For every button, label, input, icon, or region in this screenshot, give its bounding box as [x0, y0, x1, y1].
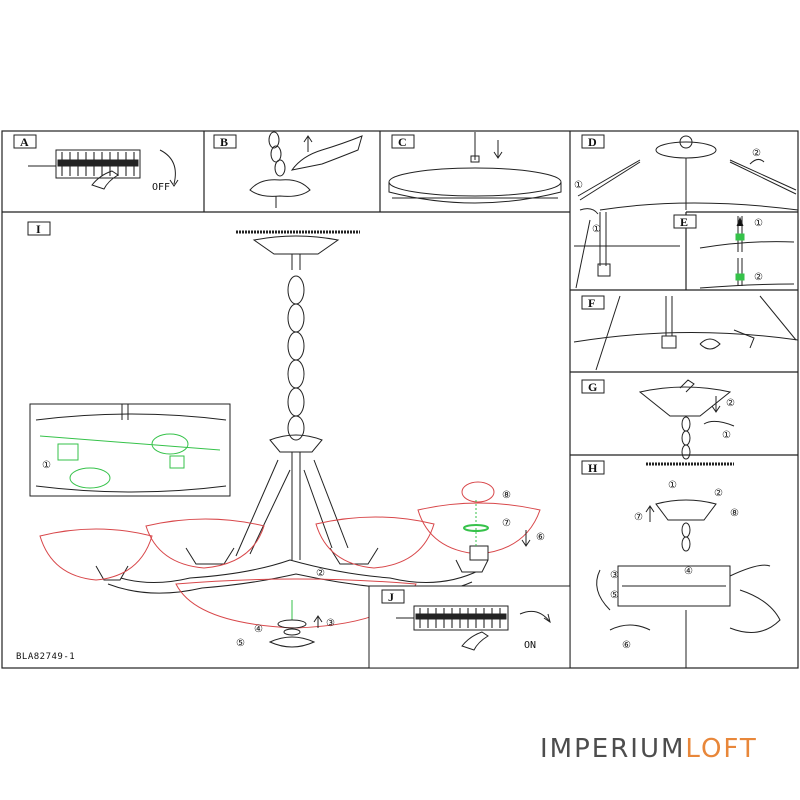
off-label: OFF [152, 182, 170, 193]
step-8-i: ⑧ [502, 490, 511, 501]
step-3-h: ③ [610, 570, 619, 581]
step-2-h: ② [714, 488, 723, 499]
panel-f: F [573, 295, 799, 371]
panel-i-label: I [36, 222, 41, 236]
step-1-g: ① [722, 430, 731, 441]
step-2-e: ② [754, 272, 763, 283]
panel-f-label: F [588, 296, 595, 310]
panel-b: B [213, 131, 363, 208]
step-2-g: ② [726, 398, 735, 409]
chain [287, 275, 305, 441]
step-1-h: ① [668, 480, 677, 491]
step-6-i: ⑥ [536, 532, 545, 543]
watermark-logo: IMPERIUMLOFT [540, 734, 758, 764]
panel-g-label: G [588, 380, 597, 394]
panel-h: H ⑦ ⑧ ② ① ③ ④ ⑤ ⑥ [581, 460, 781, 668]
step-6-h: ⑥ [622, 640, 631, 651]
step-8-h: ⑧ [730, 508, 739, 519]
watermark-part1: IMPERIUM [540, 734, 686, 764]
step-7-i: ⑦ [502, 518, 511, 529]
step-3-i: ③ [326, 618, 335, 629]
panel-h-label: H [588, 461, 598, 475]
panel-c-label: C [398, 135, 407, 149]
panel-d-label: D [588, 135, 597, 149]
step-4-i: ④ [254, 624, 263, 635]
on-label: ON [524, 640, 536, 651]
step-5-h: ⑤ [610, 590, 619, 601]
step-1-inset: ① [42, 460, 51, 471]
panel-e: E ① ② [673, 214, 795, 289]
step-1-d: ① [574, 180, 583, 191]
panel-c: C [388, 132, 562, 204]
panel-e-label: E [680, 215, 688, 229]
panel-b-label: B [220, 135, 228, 149]
panel-i: I ⑧ ⑦ ⑥ [27, 221, 545, 649]
watermark-part2: LOFT [685, 734, 758, 764]
inset-detail: ① [29, 403, 231, 497]
panel-j-label: J [388, 590, 394, 604]
panel-d2: ① [574, 212, 680, 289]
step-2-d: ② [752, 148, 761, 159]
step-1-e: ① [754, 218, 763, 229]
step-4-h: ④ [684, 566, 693, 577]
panel-a-label: A [20, 135, 29, 149]
model-code: BLA82749-1 [16, 652, 76, 662]
step-1-d2: ① [592, 224, 601, 235]
step-7-h: ⑦ [634, 512, 643, 523]
panel-d: D ① ② [574, 134, 799, 215]
panel-a: A OFF [13, 134, 179, 193]
panel-j: J ON [368, 585, 571, 669]
panel-g: G ② ① [581, 379, 735, 460]
step-2-i: ② [316, 568, 325, 579]
step-5-i: ⑤ [236, 638, 245, 649]
